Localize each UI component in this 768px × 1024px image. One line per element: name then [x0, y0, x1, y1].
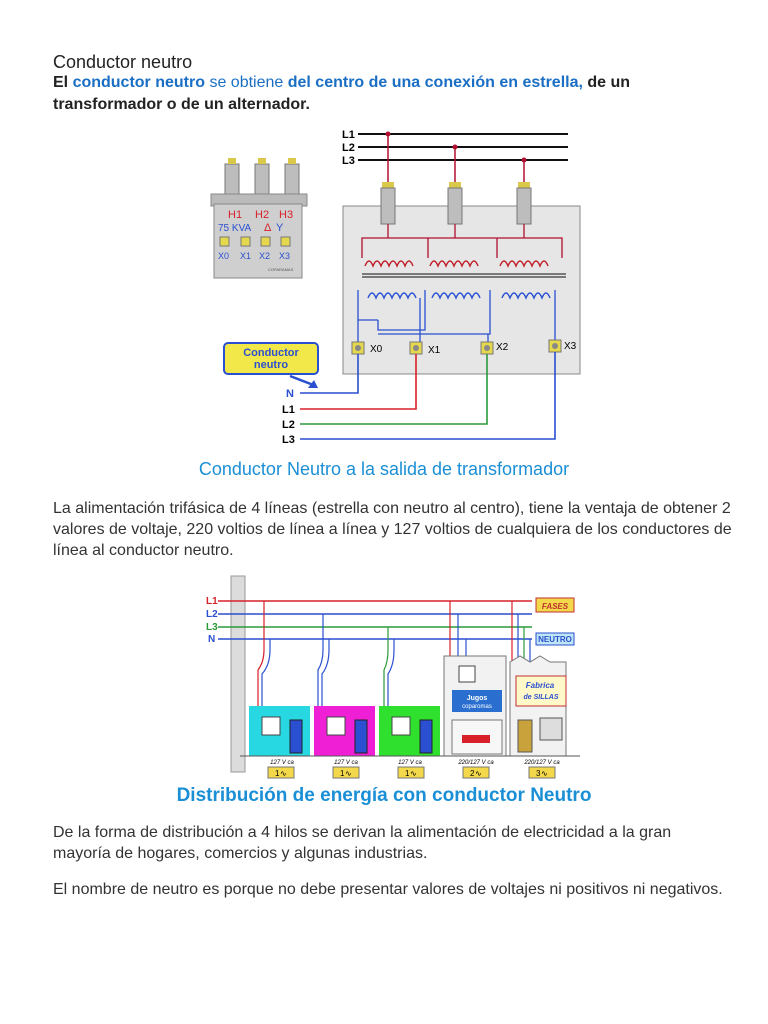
callout-box [223, 342, 319, 375]
svg-text:∿: ∿ [345, 769, 352, 778]
voltage-tag-3: 127 V ca [398, 760, 422, 766]
secondary-coils [367, 292, 551, 300]
factory-building [509, 655, 567, 757]
x0-small: X0 [218, 251, 229, 261]
neutro-tag [535, 632, 575, 646]
dist-label-n: N [208, 634, 215, 645]
svg-text:∿: ∿ [410, 769, 417, 778]
x3-small: X3 [279, 251, 290, 261]
phase-badge-icon [267, 766, 556, 779]
figure1-caption: Conductor Neutro a la salida de transfor… [198, 459, 570, 479]
terminal-label-x0: X0 [370, 344, 383, 355]
svg-text:Fabrica: Fabrica [526, 681, 555, 690]
transformer-tank [342, 205, 581, 375]
output-label-n: N [286, 388, 294, 400]
utility-pole [230, 575, 246, 773]
svg-text:Δ: Δ [264, 222, 272, 234]
svg-text:Jugos: Jugos [467, 695, 488, 702]
output-label-l1: L1 [282, 404, 295, 416]
intro-highlight-neutral: conductor neutro [72, 74, 205, 91]
transformer-neutral-diagram: L1 L2 L3 X0 X1 X2 X3 [210, 129, 581, 446]
primary-coils [364, 260, 549, 268]
terminal-icon [351, 339, 562, 355]
intro-text-1: El [53, 74, 73, 91]
paragraph-1: La alimentación trifásica de 4 líneas (e… [53, 500, 732, 559]
intro-text-2: se obtiene [205, 74, 288, 91]
svg-text:NEUTRO: NEUTRO [538, 635, 572, 644]
rating-label: 75 KVA [218, 223, 251, 234]
house-cyan [249, 706, 310, 756]
figure2-caption: Distribución de energía con conductor Ne… [176, 785, 592, 806]
paragraph-3: El nombre de neutro es porque no debe pr… [53, 881, 723, 898]
svg-text:∿: ∿ [541, 769, 548, 778]
svg-text:∿: ∿ [475, 769, 482, 778]
svg-text:∿: ∿ [280, 769, 287, 778]
terminal-icon [219, 236, 291, 247]
svg-text:de SILLAS: de SILLAS [523, 694, 558, 701]
terminal-label-x2: X2 [496, 342, 509, 353]
output-label-l2: L2 [282, 419, 295, 431]
wire-l3 [300, 352, 556, 440]
h1-label: H1 [228, 209, 242, 221]
x1-small: X1 [240, 251, 251, 261]
wire-neutral [300, 354, 359, 394]
distribution-diagram: L1 L2 L3 N FASES NEUTRO Jugos coparomas [206, 575, 580, 779]
svg-text:1: 1 [275, 769, 280, 778]
svg-text:1: 1 [340, 769, 345, 778]
intro-highlight-star: del centro de una conexión en estrella, [287, 74, 583, 91]
dist-label-l2: L2 [206, 609, 218, 620]
voltage-tag-4: 220/127 V ca [457, 760, 494, 766]
voltage-tag-5: 220/127 V ca [523, 760, 560, 766]
dist-label-l3: L3 [206, 622, 218, 633]
wire-l1 [300, 354, 417, 410]
voltage-tag-1: 127 V ca [270, 760, 294, 766]
shop-building [443, 655, 507, 757]
svg-text:2: 2 [470, 769, 475, 778]
wire-l2 [300, 354, 488, 425]
line-label-l3: L3 [342, 155, 355, 167]
fases-tag [535, 597, 575, 613]
maker-label: COPARAMAS [268, 267, 294, 272]
house-green [379, 706, 440, 756]
x2-small: X2 [259, 251, 270, 261]
svg-text:FASES: FASES [542, 602, 569, 611]
svg-text:Y: Y [276, 222, 284, 234]
h3-label: H3 [279, 209, 293, 221]
h2-label: H2 [255, 209, 269, 221]
svg-text:neutro: neutro [254, 359, 289, 371]
svg-text:coparomas: coparomas [462, 704, 492, 710]
dist-label-l1: L1 [206, 596, 218, 607]
line-label-l1: L1 [342, 129, 355, 141]
output-label-l3: L3 [282, 434, 295, 446]
voltage-tag-2: 127 V ca [334, 760, 358, 766]
svg-text:3: 3 [536, 769, 541, 778]
house-magenta [314, 706, 375, 756]
page-heading: Conductor neutro [53, 52, 193, 72]
svg-text:Conductor: Conductor [243, 347, 299, 359]
intro-paragraph: El conductor neutro se obtiene del centr… [53, 72, 733, 116]
line-label-l2: L2 [342, 142, 355, 154]
terminal-label-x1: X1 [428, 345, 441, 356]
intro-text-3: de un transformador o de un alternador. [53, 74, 631, 113]
terminal-label-x3: X3 [564, 341, 577, 352]
svg-text:1: 1 [405, 769, 410, 778]
paragraph-2: De la forma de distribución a 4 hilos se… [53, 824, 672, 862]
bushing-icon [380, 182, 532, 225]
